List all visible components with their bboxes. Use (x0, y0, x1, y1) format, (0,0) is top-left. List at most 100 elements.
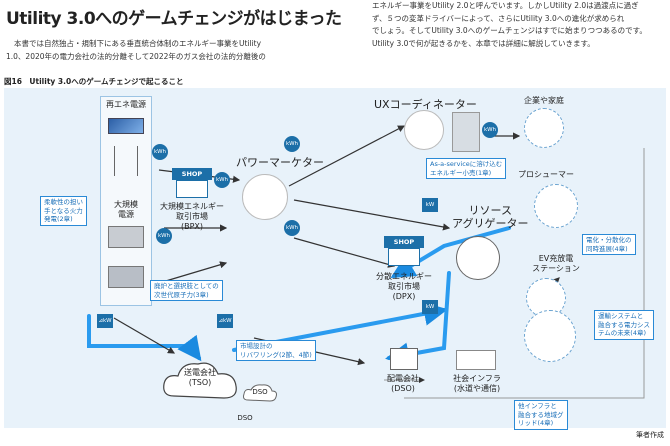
dso-plain-label: DSO (237, 414, 253, 422)
dso-cloud-label: DSO (252, 388, 268, 396)
kwh-badge: kWh (284, 220, 300, 236)
dpx-label-line: (DPX) (392, 292, 416, 301)
dso-cloud-icon (243, 384, 277, 402)
intro-left: 本書では自然独占・規制下にある垂直統合体制のエネルギー事業をUtility 1.… (6, 38, 326, 63)
kwh-badge: kWh (482, 122, 498, 138)
ev-car-icon (524, 310, 576, 362)
kw-badge: kW (422, 198, 438, 212)
bpx-shop-icon: SHOP (172, 168, 212, 180)
aas-callout: As-a-serviceに溶け込む エネルギー小売(1章) (426, 158, 507, 179)
infra-label-line: (水道や通信) (453, 384, 501, 393)
ev-label: EV充放電 ステーション (516, 254, 596, 274)
infra-icon (456, 350, 496, 370)
flow-line (404, 148, 645, 399)
intro-left-line: 1.0、2020年の電力会社の法的分離そして2022年のガス会社の法的分離後の (6, 51, 266, 61)
large-source-label-line: 電源 (118, 210, 134, 219)
flow-line (113, 317, 176, 354)
bpx-building-icon (176, 180, 208, 198)
dso-label-line: 配電会社 (387, 374, 419, 383)
market-callout-line: リバワリング(2節、4節) (240, 350, 312, 359)
wind-turbine-icon (114, 146, 138, 176)
company-icon (524, 108, 564, 148)
power-plant-icon (108, 226, 144, 248)
tso-label: 送電会社 (TSO) (168, 368, 232, 388)
kwh-badge: kWh (214, 172, 230, 188)
infra-callout-line: 他インフラと (518, 402, 557, 410)
bpx-label: 大規模エネルギー 取引市場 (BPX) (152, 202, 232, 232)
ra-label-line: リソース (468, 204, 512, 217)
prosumer-label: プロシューマー (518, 170, 574, 179)
intro-left-line: 本書では自然独占・規制下にある垂直統合体制のエネルギー事業をUtility (14, 39, 262, 48)
device-icon (452, 112, 480, 152)
ra-label-line: アグリゲーター (452, 217, 529, 230)
kw-badge: ⊿kW (97, 314, 113, 328)
bpx-label-line: 大規模エネルギー (160, 202, 224, 211)
elec-callout-line: 同時進展(4章) (586, 244, 628, 253)
intro-right: エネルギー事業をUtility 2.0と呼んでいます。しかしUtility 2.… (372, 0, 668, 50)
aas-callout-line: エネルギー小売(1章) (430, 168, 492, 177)
dpx-label-line: 分散エネルギー (376, 272, 432, 281)
ux-label: UXコーディネーター (374, 98, 477, 111)
kwh-badge: kWh (152, 144, 168, 160)
flow-line (293, 237, 396, 268)
ux-coordinator-icon (404, 110, 444, 150)
nuclear-callout: 廃炉と選択肢としての 次世代原子力(3章) (150, 280, 223, 301)
flex-callout: 柔軟性の担い 手となる火力 発電(2章) (40, 196, 87, 226)
flex-callout-line: 手となる火力 (44, 206, 83, 215)
tso-label-line: 送電会社 (184, 368, 216, 377)
infra-callout: 他インフラと 融合する地域グ リッド(4章) (514, 400, 568, 430)
dpx-shop-icon: SHOP (384, 236, 424, 248)
renewable-label: 再エネ電源 (106, 100, 146, 109)
flow-line (390, 226, 511, 279)
large-source-label: 大規模 電源 (100, 200, 152, 220)
page-title: Utility 3.0へのゲームチェンジがはじまった (6, 9, 342, 29)
market-callout-line: 市場設計の (240, 342, 273, 350)
dpx-label-line: 取引市場 (388, 282, 420, 291)
pm-label: パワーマーケター (236, 156, 324, 169)
thermal-plant-icon (108, 266, 144, 288)
kwh-badge: kWh (156, 228, 172, 244)
aas-callout-line: As-a-serviceに溶け込む (430, 160, 503, 168)
large-source-label-line: 大規模 (114, 200, 138, 209)
flex-callout-line: 発電(2章) (44, 215, 73, 223)
flow-line (288, 125, 406, 187)
kwh-badge: kWh (284, 136, 300, 152)
flow-line (293, 199, 451, 231)
ops-callout: 運輸システムと 融合する電力シス テムの未来(4章) (594, 310, 654, 340)
ev-label-line: EV充放電 (538, 254, 574, 263)
tso-cloud-icon (163, 362, 237, 399)
dpx-building-icon (388, 248, 420, 266)
company-label: 企業や家庭 (524, 96, 564, 105)
solar-panel-icon (108, 118, 144, 134)
kw-badge: kW (422, 300, 438, 314)
flex-callout-line: 柔軟性の担い (44, 198, 83, 206)
ops-callout-line: 運輸システムと (598, 312, 644, 320)
market-callout: 市場設計の リバワリング(2節、4節) (236, 340, 316, 361)
ev-label-line: ステーション (532, 264, 580, 273)
infra-callout-line: リッド(4章) (518, 419, 554, 427)
ra-label: リソース アグリゲーター (452, 204, 528, 230)
bpx-label-line: 取引市場 (176, 212, 208, 221)
intro-right-line: ず、５つの変革ドライバーによって、さらにUtility 3.0への進化が求められ (372, 13, 625, 23)
dso-station-icon (390, 348, 418, 370)
infra-label: 社会インフラ (水道や通信) (440, 374, 514, 394)
elec-callout: 電化・分散化の 同時進展(4章) (582, 234, 636, 255)
prosumer-icon (534, 184, 578, 228)
ops-callout-line: テムの未来(4章) (598, 329, 647, 337)
flow-line (87, 314, 202, 362)
dpx-label: 分散エネルギー 取引市場 (DPX) (362, 272, 446, 302)
power-marketer-icon (242, 174, 288, 220)
diagram: 再エネ電源 大規模 電源 kWh kWh kWh kWh kWh kWh kWh… (4, 88, 666, 430)
intro-right-line: エネルギー事業をUtility 2.0と呼んでいます。しかしUtility 2.… (372, 1, 639, 10)
tso-label-line: (TSO) (188, 378, 212, 387)
ops-callout-line: 融合する電力シス (598, 320, 650, 329)
intro-right-line: でしょう。そしてUtility 3.0へのゲームチェンジはすでに始まりつつあるの… (372, 26, 647, 35)
credit: 筆者作成 (636, 431, 664, 439)
aggregator-icon (456, 236, 500, 280)
kw-badge: ⊿kW (217, 314, 233, 328)
nuclear-callout-line: 廃炉と選択肢としての (154, 282, 219, 290)
dso-label-line: (DSO) (391, 384, 415, 393)
elec-callout-line: 電化・分散化の (586, 236, 632, 244)
nuclear-callout-line: 次世代原子力(3章) (154, 290, 209, 299)
bpx-label-line: (BPX) (180, 222, 204, 231)
